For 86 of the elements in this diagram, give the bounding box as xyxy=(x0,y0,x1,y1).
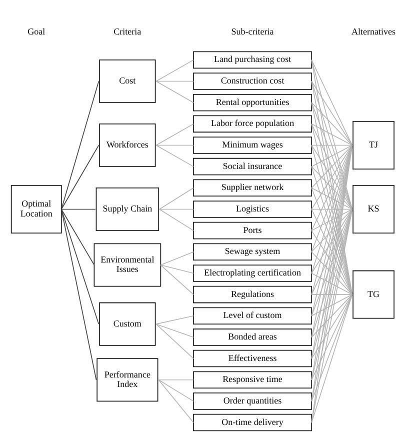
connector xyxy=(311,144,353,210)
connector xyxy=(311,294,353,402)
connector xyxy=(158,378,194,402)
connector xyxy=(311,208,353,316)
node-box: Social insurance xyxy=(193,157,312,175)
connector xyxy=(156,123,194,146)
label: Alternatives xyxy=(351,26,396,36)
node-box: Optimal Location xyxy=(10,184,62,233)
connector xyxy=(311,208,353,294)
connector xyxy=(311,187,353,294)
node-box: TG xyxy=(352,270,394,318)
connector xyxy=(311,166,353,210)
node-box: Level of custom xyxy=(193,306,312,324)
connector xyxy=(160,264,194,294)
connector xyxy=(60,208,95,265)
connector xyxy=(311,208,353,230)
connector xyxy=(311,294,353,358)
connector xyxy=(311,272,353,294)
node-box: Labor force population xyxy=(193,114,312,132)
node-box: Custom xyxy=(99,302,156,346)
node-box: Order quantities xyxy=(193,392,312,410)
connector xyxy=(159,208,194,210)
node-box: Ports xyxy=(193,221,312,239)
label: Criteria xyxy=(114,26,142,36)
connector xyxy=(160,264,194,274)
node-box: Bonded areas xyxy=(193,328,312,346)
connector xyxy=(311,144,353,146)
node-box: Sewage system xyxy=(193,242,312,260)
connector xyxy=(156,144,194,146)
node-box: Supplier network xyxy=(193,178,312,196)
node-box: Cost xyxy=(99,58,156,103)
connector xyxy=(159,187,194,210)
connector xyxy=(156,144,194,166)
node-box: Effectiveness xyxy=(193,349,312,367)
connector xyxy=(311,187,353,210)
connector xyxy=(311,294,353,316)
connector xyxy=(311,144,353,188)
node-box: On-time delivery xyxy=(193,413,312,431)
connector xyxy=(311,294,353,422)
connector xyxy=(311,144,353,230)
connector xyxy=(311,59,353,146)
connector xyxy=(156,323,194,338)
node-box: Logistics xyxy=(193,200,312,218)
node-box: Workforces xyxy=(99,122,156,167)
node-box: Supply Chain xyxy=(96,186,160,231)
connector xyxy=(311,102,353,210)
connector xyxy=(60,208,100,324)
node-box: Performance Index xyxy=(96,358,158,402)
node-box: Construction cost xyxy=(193,72,312,90)
connector xyxy=(311,80,353,146)
connector xyxy=(160,250,194,265)
connector xyxy=(311,208,353,252)
label: Goal xyxy=(28,26,46,36)
connector xyxy=(311,144,353,166)
connector xyxy=(156,80,194,82)
connector xyxy=(311,208,353,210)
connector xyxy=(156,80,194,102)
connector xyxy=(156,323,194,358)
label: Sub-criteria xyxy=(231,26,274,36)
connector xyxy=(60,208,96,210)
connector xyxy=(60,144,100,210)
node-box: Responsive time xyxy=(193,370,312,388)
node-box: TJ xyxy=(352,120,394,169)
node-box: Environmental Issues xyxy=(94,242,162,286)
connector xyxy=(156,59,194,82)
node-box: KS xyxy=(352,184,394,233)
node-box: Land purchasing cost xyxy=(193,50,312,68)
node-box: Rental opportunities xyxy=(193,93,312,111)
connector xyxy=(60,80,100,210)
connector xyxy=(311,144,353,252)
connector xyxy=(159,208,194,230)
node-box: Minimum wages xyxy=(193,136,312,154)
connector xyxy=(311,123,353,210)
connector xyxy=(311,294,353,338)
connector xyxy=(311,102,353,146)
connector xyxy=(311,294,353,380)
node-box: Regulations xyxy=(193,285,312,303)
connector xyxy=(311,208,353,274)
connector xyxy=(60,208,97,380)
connector xyxy=(158,378,194,380)
connector xyxy=(158,378,194,422)
connector xyxy=(311,250,353,294)
node-box: Electroplating certification xyxy=(193,264,312,282)
connector xyxy=(311,230,353,294)
connector xyxy=(311,123,353,146)
connector xyxy=(156,314,194,324)
